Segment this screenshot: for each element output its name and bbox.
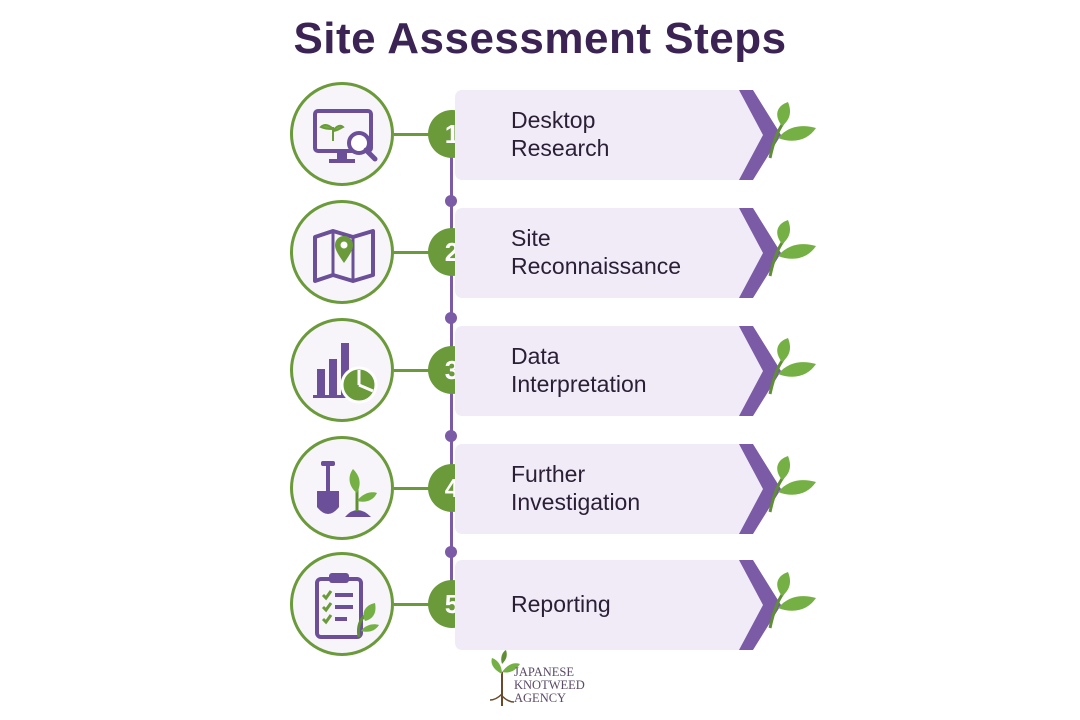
leaf-icon xyxy=(768,338,816,395)
step-label: Data Interpretation xyxy=(511,343,647,397)
clipboard-checklist-icon xyxy=(315,573,379,639)
leaf-icon xyxy=(768,102,816,159)
connector-line xyxy=(394,133,430,136)
monitor-magnifier-icon xyxy=(313,109,378,163)
timeline-dot xyxy=(445,312,457,324)
step-banner xyxy=(455,208,781,298)
connector-line xyxy=(394,369,430,372)
map-pin-icon xyxy=(313,229,375,283)
leaf-icon xyxy=(768,456,816,513)
step-icon-circle xyxy=(290,318,394,422)
step-label: Site Reconnaissance xyxy=(511,225,682,279)
step-banner xyxy=(455,326,781,416)
timeline-dot xyxy=(445,195,457,207)
step-reporting: 5 Reporting xyxy=(0,552,1080,662)
timeline-dot xyxy=(445,546,457,558)
shovel-plant-icon xyxy=(317,461,377,517)
step-icon-circle xyxy=(290,82,394,186)
connector-line xyxy=(394,603,430,606)
timeline-dot xyxy=(445,430,457,442)
knotweed-sprout-icon xyxy=(489,650,520,706)
step-label: Further Investigation xyxy=(511,461,641,515)
brand-wordmark: JAPANESE KNOTWEED AGENCY xyxy=(514,666,585,705)
connector-line xyxy=(394,251,430,254)
brand-line: AGENCY xyxy=(514,691,567,705)
step-icon-circle xyxy=(290,552,394,656)
bar-pie-chart-icon xyxy=(313,343,378,404)
step-label: Reporting xyxy=(511,591,611,617)
step-banner xyxy=(455,560,781,650)
step-icon-circle xyxy=(290,200,394,304)
step-desktop-research: 1 Desktop Research xyxy=(0,82,1080,192)
leaf-icon xyxy=(768,572,816,629)
brand-logo: JAPANESE KNOTWEED AGENCY xyxy=(486,650,616,710)
step-label: Desktop Research xyxy=(511,107,610,161)
step-banner xyxy=(455,90,781,180)
step-icon-circle xyxy=(290,436,394,540)
step-site-reconnaissance: 2 Site Reconnaissance xyxy=(0,200,1080,310)
step-banner xyxy=(455,444,781,534)
connector-line xyxy=(394,487,430,490)
page-title: Site Assessment Steps xyxy=(293,14,787,63)
step-data-interpretation: 3 Data Interpretation xyxy=(0,318,1080,428)
brand-line: JAPANESE xyxy=(514,665,574,679)
brand-line: KNOTWEED xyxy=(514,678,585,692)
leaf-icon xyxy=(768,220,816,277)
step-further-investigation: 4 Further Investigation xyxy=(0,436,1080,546)
